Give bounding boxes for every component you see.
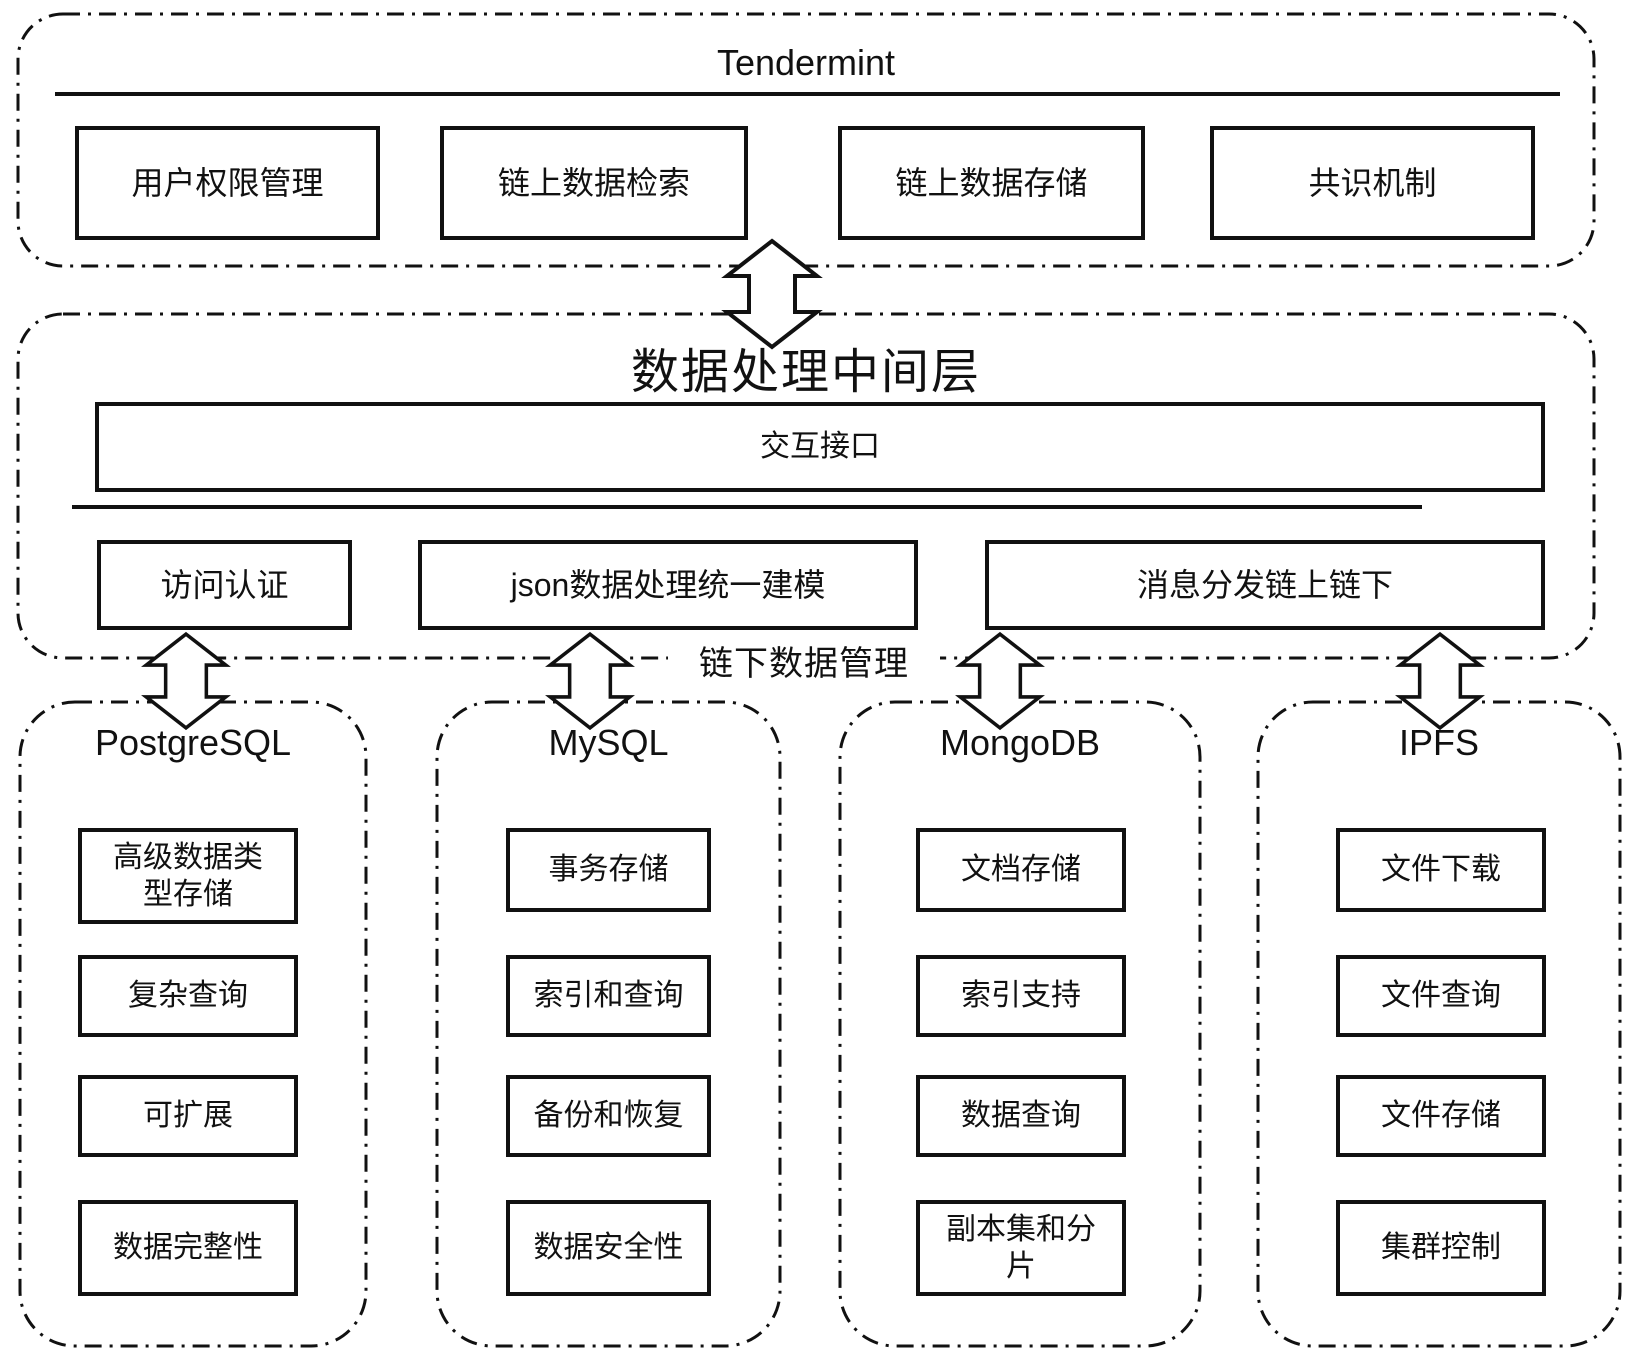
middleware-box-access-auth: 访问认证: [97, 540, 352, 630]
dash-dot-border: [16, 312, 1596, 660]
middleware-title: 数据处理中间层: [630, 346, 981, 399]
feature-box: 高级数据类 型存储: [78, 828, 298, 924]
interaction-interface-box: 交互接口: [95, 402, 1545, 492]
feature-box: 索引支持: [916, 955, 1126, 1037]
middleware-layer: 数据处理中间层: [16, 312, 1596, 660]
offchain-data-management-label: 链下数据管理: [668, 634, 940, 687]
feature-box: 可扩展: [78, 1075, 298, 1157]
tendermint-title: Tendermint: [716, 42, 896, 83]
tendermint-box-onchain-storage: 链上数据存储: [838, 126, 1145, 240]
tendermint-box-user-permission: 用户权限管理: [75, 126, 380, 240]
feature-box: 数据安全性: [506, 1200, 711, 1296]
double-arrow-icon: [141, 631, 231, 731]
middleware-box-message-dispatch: 消息分发链上链下: [985, 540, 1545, 630]
postgresql-title: PostgreSQL: [94, 722, 292, 763]
mongodb-title: MongoDB: [939, 722, 1101, 763]
double-arrow-icon: [1395, 631, 1485, 731]
double-arrow-icon: [721, 238, 823, 350]
feature-box: 数据完整性: [78, 1200, 298, 1296]
dash-dot-border: [1256, 700, 1622, 1348]
feature-box: 文档存储: [916, 828, 1126, 912]
double-arrow-icon: [955, 631, 1045, 731]
feature-box: 复杂查询: [78, 955, 298, 1037]
double-arrow-icon: [545, 631, 635, 731]
feature-box: 集群控制: [1336, 1200, 1546, 1296]
feature-box: 索引和查询: [506, 955, 711, 1037]
feature-box: 文件下载: [1336, 828, 1546, 912]
tendermint-box-onchain-retrieval: 链上数据检索: [440, 126, 748, 240]
feature-box: 文件存储: [1336, 1075, 1546, 1157]
feature-box: 事务存储: [506, 828, 711, 912]
middleware-separator-rule: [72, 505, 1422, 509]
feature-box: 副本集和分 片: [916, 1200, 1126, 1296]
feature-box: 文件查询: [1336, 955, 1546, 1037]
mysql-title: MySQL: [548, 722, 669, 763]
feature-box: 数据查询: [916, 1075, 1126, 1157]
middleware-box-json-modeling: json数据处理统一建模: [418, 540, 918, 630]
tendermint-box-consensus: 共识机制: [1210, 126, 1535, 240]
feature-box: 备份和恢复: [506, 1075, 711, 1157]
tendermint-title-rule: [55, 92, 1560, 96]
